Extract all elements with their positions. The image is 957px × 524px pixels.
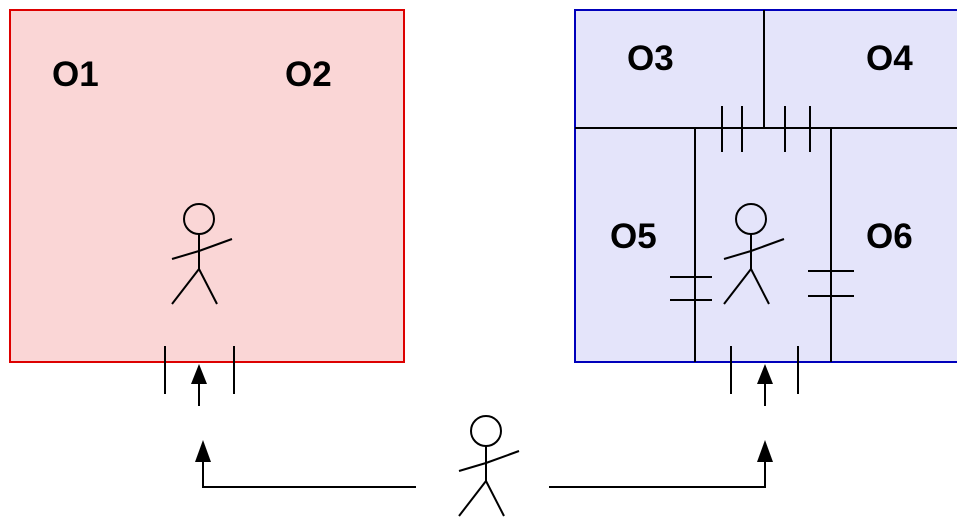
- room-label-o4: O4: [866, 39, 913, 78]
- room-label-o3: O3: [627, 39, 674, 78]
- open-office: O1 O2: [9, 9, 405, 394]
- open-office-area: [9, 9, 405, 363]
- room-label-o5: O5: [610, 217, 657, 256]
- open-office-entrance: [164, 346, 235, 394]
- person-icon: [458, 415, 520, 517]
- room-label-o1: O1: [52, 55, 99, 94]
- path-to-open-office: [195, 440, 416, 488]
- path-to-divided-office: [549, 440, 773, 488]
- arrow-icon: [191, 364, 773, 406]
- divided-office-entrance: [730, 346, 799, 394]
- door-o3: [721, 106, 743, 152]
- room-label-o2: O2: [285, 55, 332, 94]
- room-label-o6: O6: [866, 217, 913, 256]
- divided-office-area: [574, 9, 957, 363]
- door-o5: [670, 276, 712, 301]
- door-o6: [808, 270, 854, 297]
- door-o4: [784, 106, 811, 152]
- divided-office: O3 O4 O5 O6: [574, 9, 957, 394]
